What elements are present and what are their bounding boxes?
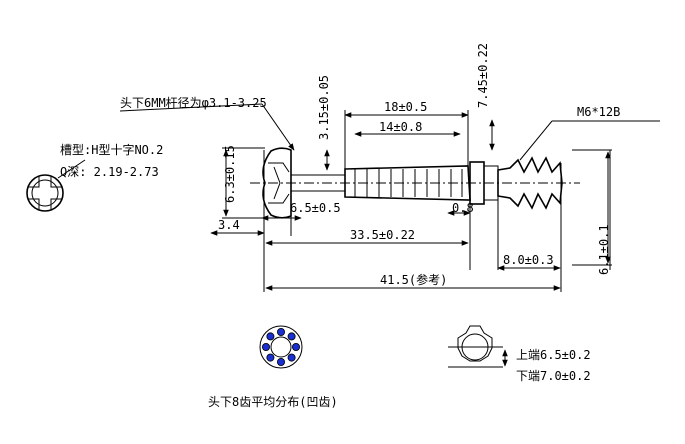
dim-7-45-label: 7.45±0.22 <box>476 43 490 108</box>
teeth-note-label: 头下8齿平均分布(凹齿) <box>208 395 338 409</box>
end-view <box>448 325 508 368</box>
dim-33-5-label: 33.5±0.22 <box>350 228 415 242</box>
dim-18-label: 18±0.5 <box>384 100 427 114</box>
cross-slot-symbol <box>26 159 86 212</box>
dim-6-1-label: 6.1±0.1 <box>597 224 611 275</box>
lower-end-label: 下端7.0±0.2 <box>516 369 591 383</box>
tooth-dot <box>276 327 285 336</box>
head-shaft-underline <box>119 103 263 112</box>
head-shaft-label: 头下6MM杆径为φ3.1-3.25 <box>120 96 267 110</box>
dim-41-5-label: 41.5(参考) <box>380 272 447 287</box>
head-recess <box>268 162 290 204</box>
dim-6-5-label: 6.5±0.5 <box>290 201 341 215</box>
dimension-lines <box>119 103 612 292</box>
thread-leader <box>519 120 553 161</box>
tooth-dot <box>266 353 275 362</box>
tooth-dot <box>287 332 296 341</box>
dim-3-15-label: 3.15±0.05 <box>317 75 331 140</box>
tooth-dot <box>291 342 300 351</box>
head-teeth-ring <box>259 325 303 369</box>
dim-3-4-label: 3.4 <box>218 218 240 232</box>
tooth-dot <box>287 353 296 362</box>
tooth-dot <box>276 357 285 366</box>
dim-14-label: 14±0.8 <box>379 120 422 134</box>
head-shaft-leader <box>261 103 295 151</box>
upper-end-label: 上端6.5±0.2 <box>516 348 591 362</box>
thread-label: M6*12B <box>577 105 620 119</box>
head-diameter-label: 6.3±0.15 <box>223 145 237 203</box>
dim-8-0-label: 8.0±0.3 <box>503 253 554 267</box>
tooth-dot <box>266 332 275 341</box>
slot-type-label: 槽型:H型十字NO.2 <box>60 142 163 157</box>
tooth-dot <box>261 342 270 351</box>
dim-0-8-label: 0.8 <box>452 201 474 215</box>
q-depth-label: Q深: 2.19-2.73 <box>60 165 159 179</box>
